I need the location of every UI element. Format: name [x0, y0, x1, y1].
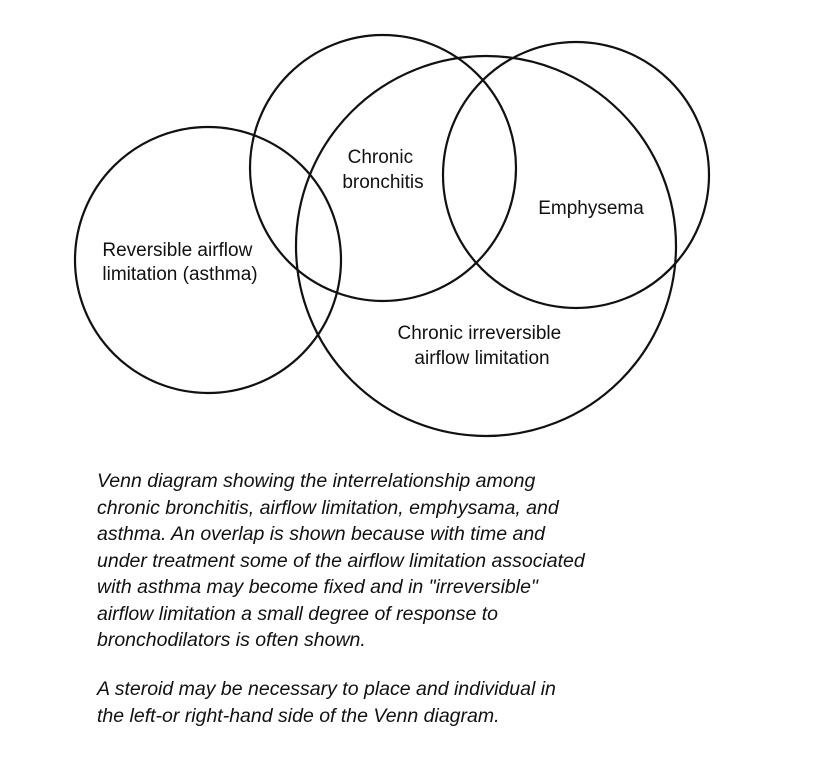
emphysema-label: Emphysema: [538, 198, 644, 219]
caption-line: chronic bronchitis, airflow limitation, …: [97, 496, 559, 519]
irreversible-circle: [294, 54, 678, 438]
bronchitis-circle: [248, 33, 518, 303]
caption-line: bronchodilators is often shown.: [97, 629, 366, 651]
caption-line: asthma. An overlap is shown because with…: [97, 523, 546, 545]
asthma-label: Reversible airflow limitation (asthma): [102, 240, 257, 285]
asthma-label-line-1: Reversible airflow: [102, 240, 252, 261]
bronchitis-label: Chronic bronchitis: [342, 147, 423, 193]
caption-line: Venn diagram showing the interrelationsh…: [97, 470, 536, 492]
caption-paragraph-2: A steroid may be necessary to place and …: [97, 676, 737, 729]
irreversible-label: Chronic irreversible airflow limitation: [398, 323, 567, 369]
irreversible-label-line-1: Chronic irreversible: [398, 323, 562, 344]
emphysema-circle: [441, 40, 711, 310]
caption-line: with asthma may become fixed and in "irr…: [97, 576, 538, 598]
emphysema-label-line-1: Emphysema: [538, 198, 644, 219]
caption-line: airflow limitation a small degree of res…: [97, 602, 499, 625]
caption-line: A steroid may be necessary to place and …: [97, 678, 556, 700]
asthma-label-line-2: limitation (asthma): [102, 264, 257, 285]
irreversible-label-line-2: airflow limitation: [414, 348, 549, 369]
caption-line: the left-or right-hand side of the Venn …: [97, 704, 500, 727]
bronchitis-label-line-2: bronchitis: [342, 172, 423, 193]
caption-paragraph-1: Venn diagram showing the interrelationsh…: [97, 468, 737, 654]
asthma-circle: [73, 125, 343, 395]
bronchitis-label-line-1: Chronic: [348, 147, 413, 168]
venn-diagram: Reversible airflow limitation (asthma) C…: [73, 33, 711, 438]
caption-line: under treatment some of the airflow limi…: [97, 549, 585, 572]
